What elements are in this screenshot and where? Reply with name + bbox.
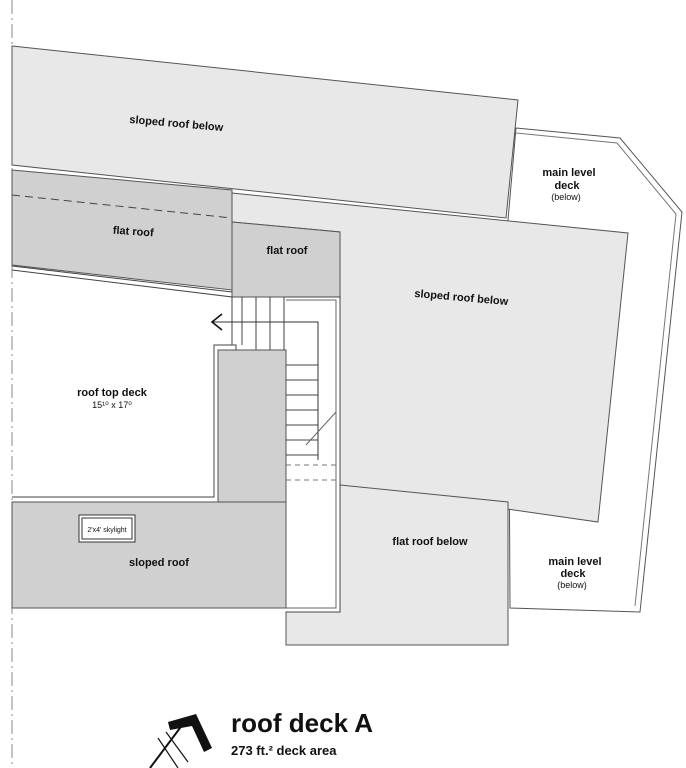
roof-top-deck-inner — [11, 265, 233, 293]
stair-break-line — [305, 411, 337, 446]
stair-treads-side — [286, 364, 318, 456]
label-flat-roof-center: flat roof — [267, 245, 308, 257]
stair-enclosure-inner — [286, 299, 337, 609]
stair-wall-notch — [214, 344, 237, 350]
label-flat-roof-below: flat roof below — [392, 536, 468, 548]
label-main-level-deck-top: main level — [542, 167, 595, 179]
deck-inner-rail — [515, 132, 677, 607]
deck-area: 273 ft.² deck area — [231, 743, 337, 758]
flat-roof-center — [231, 221, 341, 298]
label-flat-roof-left: flat roof — [112, 225, 154, 240]
label-below-top: (below) — [551, 192, 581, 202]
stair-treads-dashed — [286, 464, 336, 481]
dashed-ridge-line — [11, 194, 233, 219]
label-deck-top: deck — [554, 180, 580, 192]
stair-path-line — [212, 321, 319, 460]
label-roof-top-deck-dims: 15¹⁰ x 17⁰ — [92, 400, 132, 410]
plan-title: roof deck A — [231, 708, 374, 738]
stair-enclosure — [286, 296, 341, 613]
stair-wall — [217, 349, 287, 503]
skylight-inner — [81, 517, 133, 540]
label-skylight: 2'x4' skylight — [87, 527, 126, 534]
stair-treads-upper — [241, 297, 285, 350]
label-below-bottom: (below) — [557, 580, 587, 590]
label-deck-bottom: deck — [560, 568, 586, 580]
label-roof-top-deck: roof top deck — [77, 387, 148, 399]
sloped-roof-bottom — [11, 501, 287, 609]
roof-top-deck-outline — [11, 269, 233, 498]
north-arrow-icon — [149, 714, 212, 768]
stair-arrow-icon — [210, 313, 223, 331]
label-main-level-deck-bottom: main level — [548, 556, 601, 568]
sloped-roof-below-top — [11, 45, 519, 219]
label-sloped-roof: sloped roof — [129, 557, 189, 569]
flat-roof-below — [285, 484, 509, 646]
